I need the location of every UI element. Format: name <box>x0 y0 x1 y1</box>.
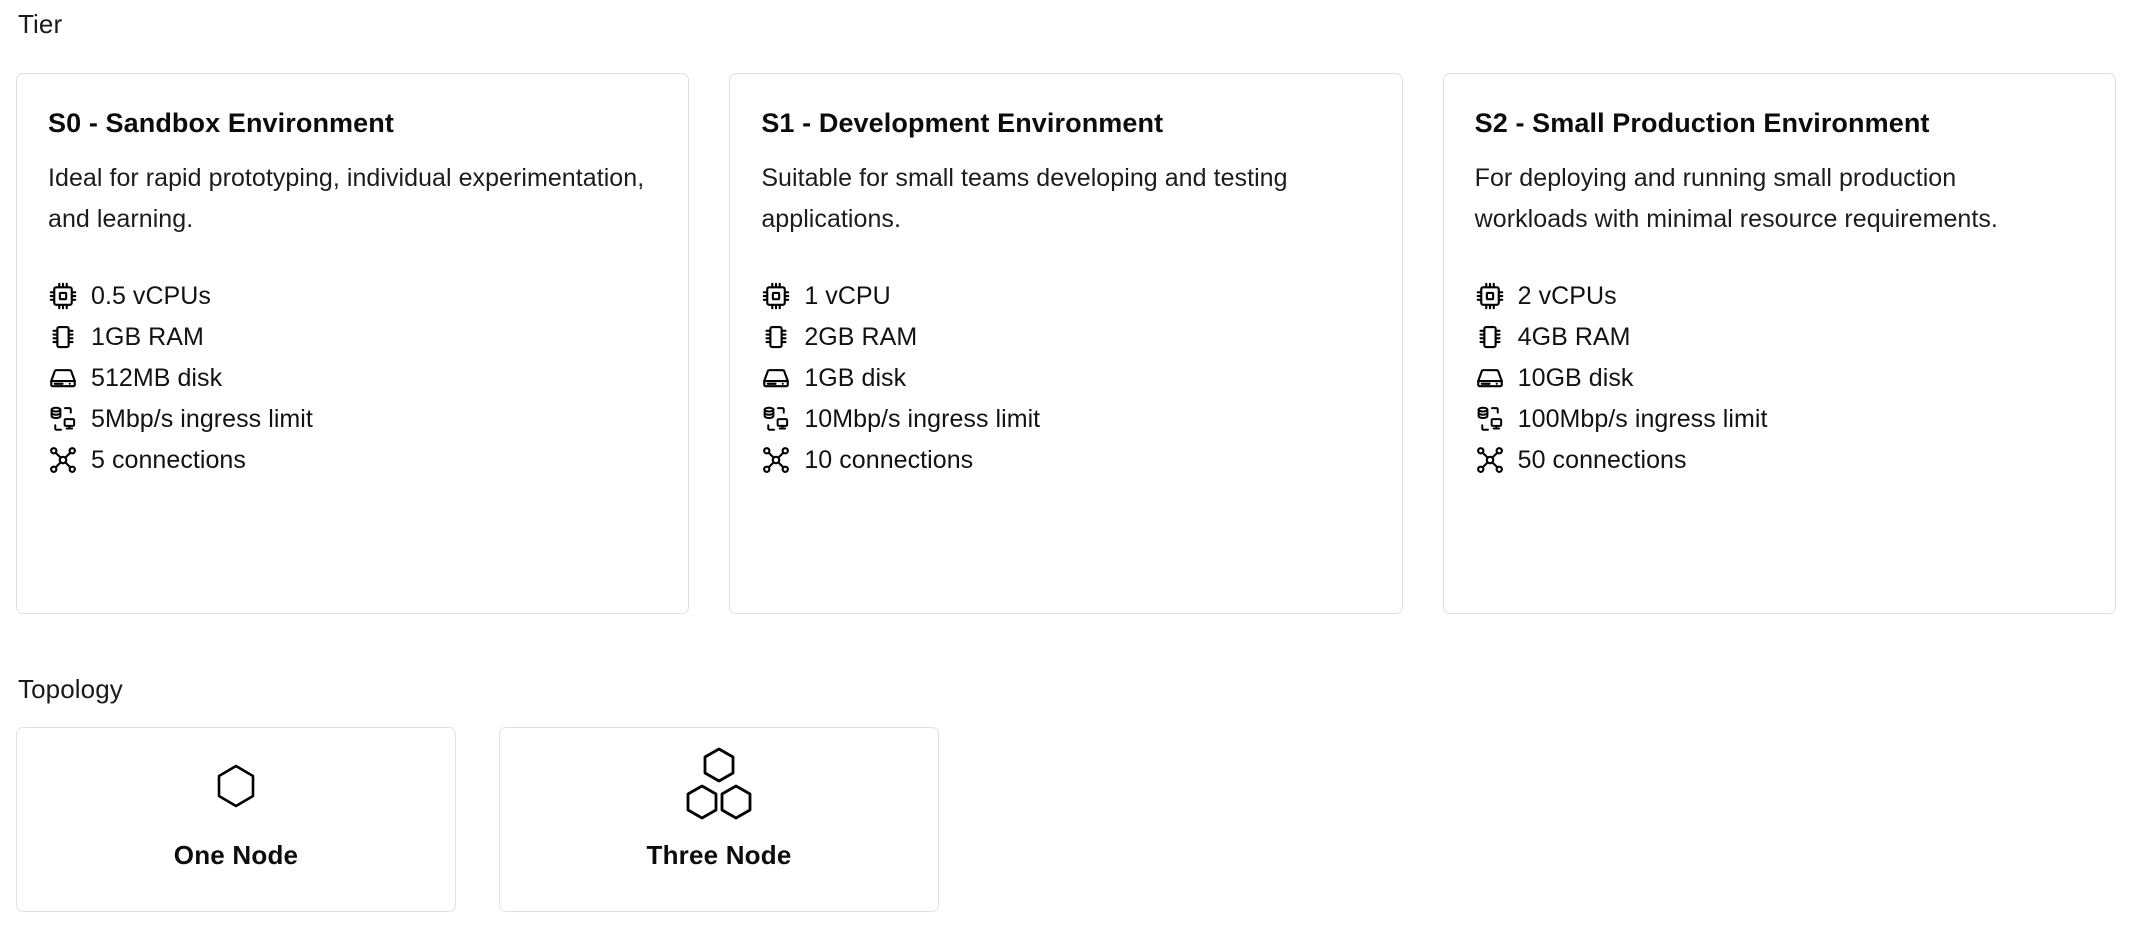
topology-option-label: Three Node <box>646 840 792 870</box>
connections-icon <box>761 445 791 475</box>
tier-spec-label: 1GB disk <box>804 364 907 392</box>
triple-hexagon-icon <box>676 747 762 824</box>
memory-icon <box>48 322 78 352</box>
tier-spec-list: 2 vCPUs 4GB RAM 10GB disk 100Mbp/s ingre… <box>1475 278 2084 478</box>
connections-icon <box>48 445 78 475</box>
tier-spec-label: 100Mbp/s ingress limit <box>1517 405 1768 433</box>
tier-card-title: S0 - Sandbox Environment <box>48 108 394 138</box>
tier-spec-item: 10GB disk <box>1475 360 2084 396</box>
tier-spec-item: 4GB RAM <box>1475 319 2084 355</box>
tier-spec-item: 100Mbp/s ingress limit <box>1475 401 2084 437</box>
network-transfer-icon <box>1475 404 1505 434</box>
tier-spec-label: 512MB disk <box>91 364 223 392</box>
topology-option-label: One Node <box>173 840 299 870</box>
tier-spec-item: 50 connections <box>1475 442 2084 478</box>
tier-card-title: S2 - Small Production Environment <box>1474 108 1930 138</box>
tier-spec-item: 10 connections <box>761 442 1370 478</box>
topology-option-card[interactable]: Three Node <box>499 727 939 912</box>
connections-icon <box>1475 445 1505 475</box>
tier-spec-item: 10Mbp/s ingress limit <box>761 401 1370 437</box>
tier-spec-item: 2 vCPUs <box>1475 278 2084 314</box>
tier-spec-item: 1GB RAM <box>48 319 657 355</box>
cpu-icon <box>48 281 78 311</box>
cpu-icon <box>1475 281 1505 311</box>
tier-spec-list: 1 vCPU 2GB RAM 1GB disk 10Mbp/s ingress … <box>761 278 1370 478</box>
topology-option-list: One Node Three Node <box>16 727 939 912</box>
memory-icon <box>761 322 791 352</box>
network-transfer-icon <box>761 404 791 434</box>
tier-spec-label: 10GB disk <box>1517 364 1634 392</box>
topology-option-card[interactable]: One Node <box>16 727 456 912</box>
harddrive-icon <box>761 363 791 393</box>
network-transfer-icon <box>48 404 78 434</box>
tier-card-title: S1 - Development Environment <box>761 108 1164 138</box>
tier-spec-item: 5Mbp/s ingress limit <box>48 401 657 437</box>
tier-spec-label: 4GB RAM <box>1517 323 1631 351</box>
tier-spec-label: 5 connections <box>91 446 246 474</box>
tier-spec-label: 0.5 vCPUs <box>91 282 211 310</box>
tier-spec-label: 1GB RAM <box>91 323 204 351</box>
tier-card-description: For deploying and running small producti… <box>1474 164 1998 233</box>
tier-spec-label: 10Mbp/s ingress limit <box>804 405 1041 433</box>
topology-section-label: Topology <box>18 674 123 704</box>
tier-section-label: Tier <box>18 9 63 39</box>
tier-spec-item: 1 vCPU <box>761 278 1370 314</box>
tier-spec-label: 10 connections <box>804 446 974 474</box>
tier-spec-label: 2GB RAM <box>804 323 918 351</box>
single-hexagon-icon <box>213 754 259 824</box>
harddrive-icon <box>48 363 78 393</box>
tier-spec-item: 512MB disk <box>48 360 657 396</box>
memory-icon <box>1475 322 1505 352</box>
tier-spec-label: 50 connections <box>1517 446 1687 474</box>
cpu-icon <box>761 281 791 311</box>
tier-spec-item: 2GB RAM <box>761 319 1370 355</box>
tier-spec-label: 2 vCPUs <box>1517 282 1617 310</box>
tier-spec-item: 5 connections <box>48 442 657 478</box>
tier-spec-item: 0.5 vCPUs <box>48 278 657 314</box>
tier-spec-label: 1 vCPU <box>804 282 891 310</box>
harddrive-icon <box>1475 363 1505 393</box>
tier-spec-label: 5Mbp/s ingress limit <box>91 405 313 433</box>
tier-spec-list: 0.5 vCPUs 1GB RAM 512MB disk 5Mbp/s ingr… <box>48 278 657 478</box>
tier-spec-item: 1GB disk <box>761 360 1370 396</box>
tier-card-description: Ideal for rapid prototyping, individual … <box>48 164 645 233</box>
tier-card-description: Suitable for small teams developing and … <box>761 164 1288 233</box>
